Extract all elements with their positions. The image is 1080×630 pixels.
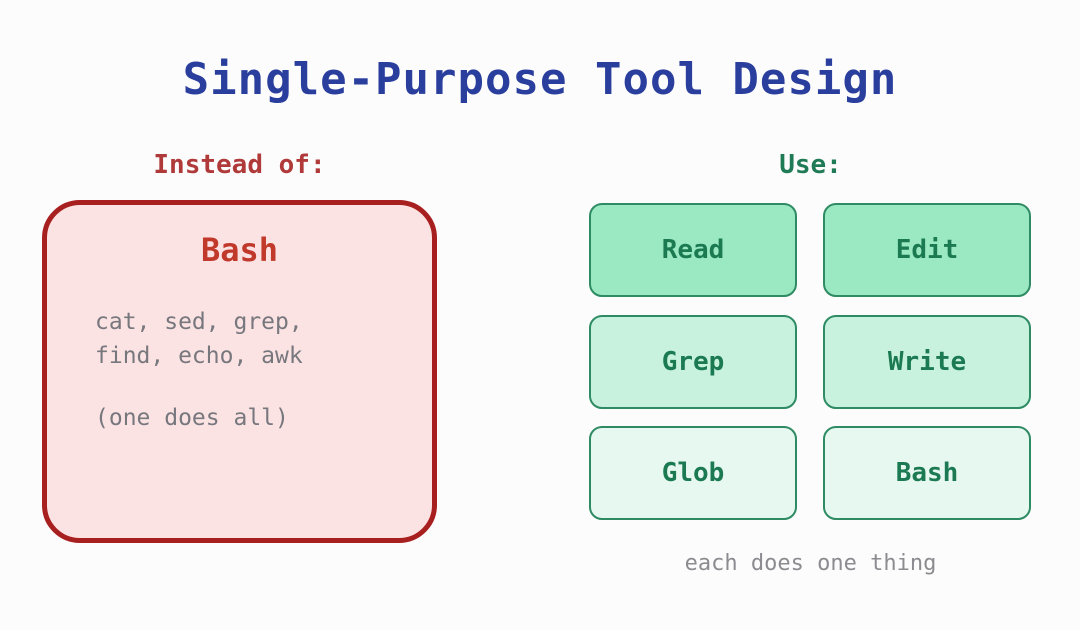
bash-command-line-1: cat, sed, grep, <box>95 309 303 335</box>
use-heading: Use: <box>779 150 842 180</box>
tool-box-label: Read <box>661 235 725 265</box>
tool-box-read[interactable]: Read <box>589 203 797 297</box>
instead-of-heading: Instead of: <box>153 150 326 180</box>
tool-box-grep[interactable]: Grep <box>589 315 797 409</box>
tool-box-label: Write <box>887 347 967 377</box>
bash-command-line-2: find, echo, awk <box>95 343 303 369</box>
tool-box-label: Bash <box>895 458 959 488</box>
tool-box-label: Edit <box>895 235 959 265</box>
tool-box-label: Grep <box>661 347 725 377</box>
tool-box-label: Glob <box>661 458 725 488</box>
tool-box-bash[interactable]: Bash <box>823 426 1031 520</box>
tool-box-glob[interactable]: Glob <box>589 426 797 520</box>
bash-panel-title: Bash <box>200 231 279 269</box>
tools-caption: each does one thing <box>684 551 937 576</box>
bash-panel-note: (one does all) <box>95 405 289 431</box>
bash-monolith-panel: Bash cat, sed, grep, find, echo, awk (on… <box>42 200 437 543</box>
tool-box-edit[interactable]: Edit <box>823 203 1031 297</box>
bash-command-list: cat, sed, grep, find, echo, awk <box>95 305 303 373</box>
tool-box-write[interactable]: Write <box>823 315 1031 409</box>
page-title: Single-Purpose Tool Design <box>182 54 898 105</box>
